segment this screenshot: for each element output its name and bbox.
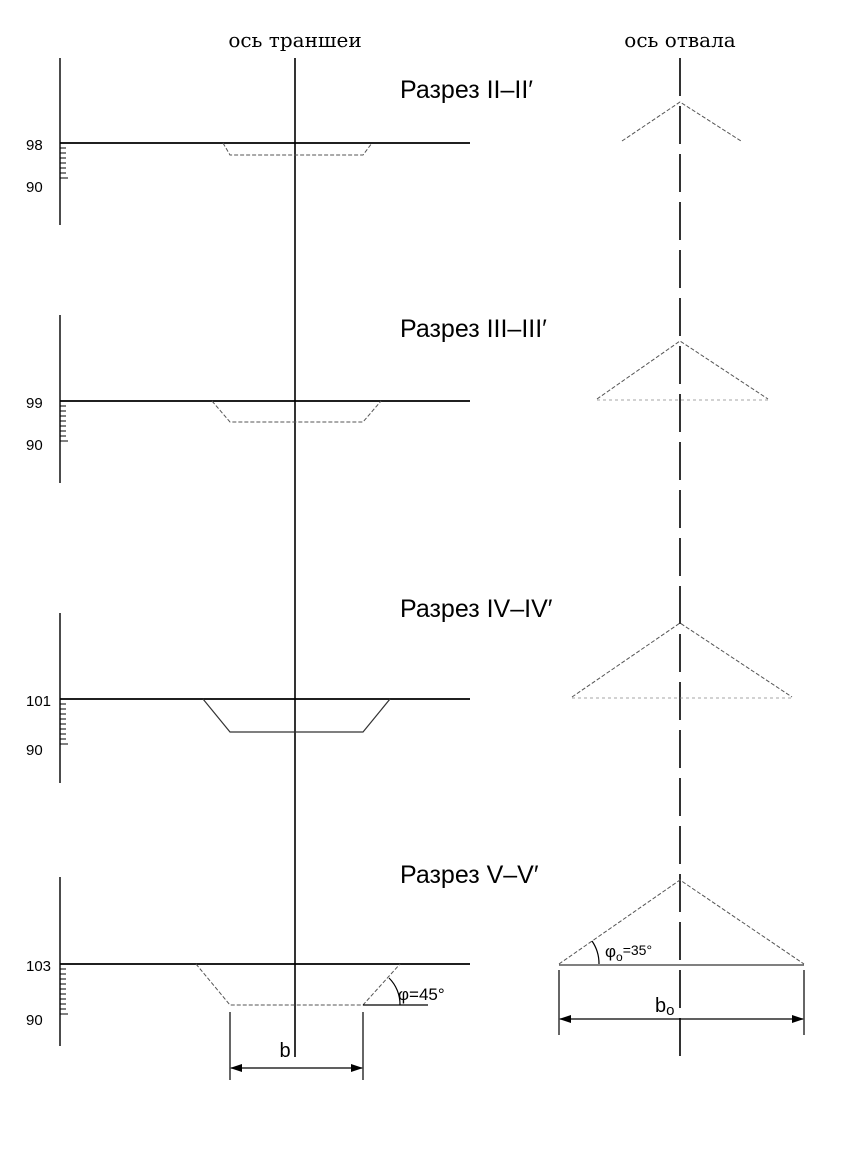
dump-angle-arc (591, 940, 600, 965)
dump-angle-subscript: o (616, 950, 623, 964)
trench-width-label: b (279, 1040, 290, 1062)
dump-width-symbol: b (655, 995, 666, 1017)
dump-angle-label: φo=35° (605, 942, 652, 964)
dump-angle-symbol: φ (605, 942, 616, 961)
trench-profile (195, 963, 401, 1006)
dump-axis-header: ось отвала (624, 28, 735, 52)
elevation-ticks (60, 400, 68, 442)
dump-profile (621, 101, 742, 142)
elevation-top-label: 98 (26, 137, 43, 154)
elevation-ticks (60, 142, 68, 179)
elevation-bottom-label: 90 (26, 437, 43, 454)
elevation-top-label: 101 (26, 693, 51, 710)
section-title: Разрез V–V′ (400, 861, 539, 889)
section-4: 101 90 Разрез IV–IV′ (26, 595, 793, 783)
section-3: 99 90 Разрез III–III′ (26, 315, 769, 483)
dump-width-label: bo (655, 995, 674, 1019)
section-title: Разрез III–III′ (400, 315, 547, 343)
section-5: 103 90 φ=45° b Разрез V–V′ φo=35° bo (26, 861, 805, 1080)
trench-profile (202, 698, 391, 733)
dump-profile (596, 340, 769, 400)
trench-profile (211, 400, 382, 423)
section-title: Разрез II–II′ (400, 76, 533, 104)
elevation-bottom-label: 90 (26, 742, 43, 759)
trench-angle-arc (388, 977, 401, 1006)
trench-angle-label: φ=45° (398, 985, 445, 1004)
elevation-ticks (60, 698, 68, 745)
dump-width-subscript: o (666, 1002, 674, 1019)
section-title: Разрез IV–IV′ (400, 595, 553, 623)
section-2: 98 90 Разрез II–II′ (26, 58, 742, 225)
dump-profile (571, 622, 793, 698)
elevation-ticks (60, 963, 68, 1015)
dump-profile (558, 879, 805, 965)
trench-profile (222, 142, 373, 156)
elevation-bottom-label: 90 (26, 179, 43, 196)
trench-axis-header: ось траншеи (228, 28, 361, 52)
elevation-bottom-label: 90 (26, 1012, 43, 1029)
elevation-top-label: 103 (26, 958, 51, 975)
elevation-top-label: 99 (26, 395, 43, 412)
dump-angle-value: =35° (623, 942, 652, 958)
